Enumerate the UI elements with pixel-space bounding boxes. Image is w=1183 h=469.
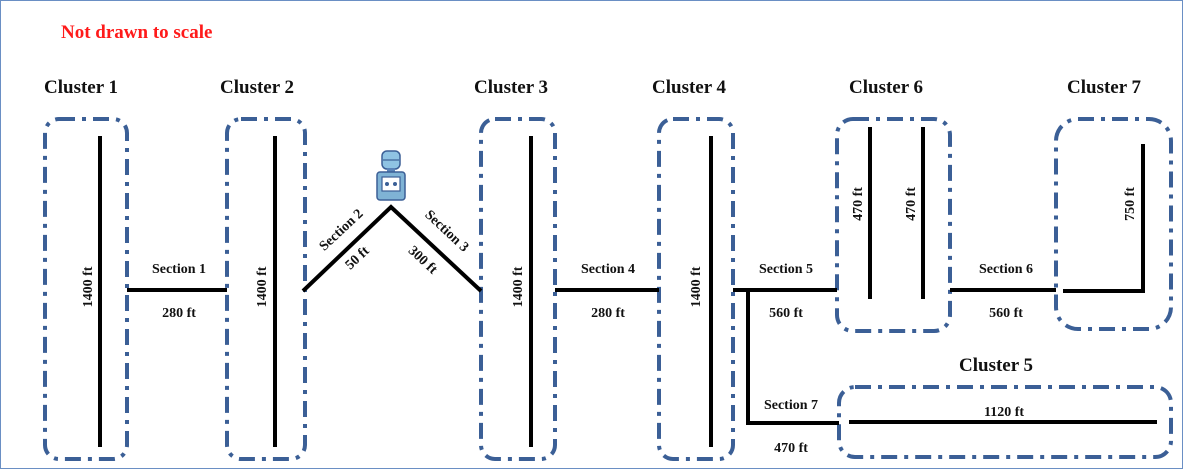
section-4-name: Section 4 xyxy=(581,262,635,277)
section-2-3-pipe xyxy=(301,204,483,293)
cluster-1-length: 1400 ft xyxy=(81,266,96,307)
cluster-3-title: Cluster 3 xyxy=(474,77,548,98)
cluster-6-length-b: 470 ft xyxy=(904,187,919,221)
cluster-6-title: Cluster 6 xyxy=(849,77,923,98)
cluster-6-length-a: 470 ft xyxy=(851,187,866,221)
cluster-4-title: Cluster 4 xyxy=(652,77,727,98)
cluster-4-length: 1400 ft xyxy=(689,266,704,307)
water-dispenser-icon xyxy=(376,150,406,201)
cluster-1-title: Cluster 1 xyxy=(44,77,118,98)
cluster-7-boundary xyxy=(1054,117,1173,331)
cluster-2-title: Cluster 2 xyxy=(220,77,294,98)
cluster-5-length: 1120 ft xyxy=(984,405,1024,420)
section-6-length: 560 ft xyxy=(989,306,1023,321)
section-5-length: 560 ft xyxy=(769,306,803,321)
section-3-name: Section 3 xyxy=(422,208,472,256)
section-7-length: 470 ft xyxy=(774,441,808,456)
cluster-7-pipe xyxy=(1063,144,1145,293)
cluster-3-length: 1400 ft xyxy=(511,266,526,307)
section-5-name: Section 5 xyxy=(759,262,813,277)
cluster-2-length: 1400 ft xyxy=(255,266,270,307)
cluster-6-boundary xyxy=(835,117,952,333)
section-4-length: 280 ft xyxy=(591,306,625,321)
section-1-name: Section 1 xyxy=(152,262,206,277)
section-6-name: Section 6 xyxy=(979,262,1033,277)
scale-note: Not drawn to scale xyxy=(61,22,212,43)
cluster-5-title: Cluster 5 xyxy=(959,355,1033,376)
section-7-pipe xyxy=(746,290,839,425)
cluster-5-boundary xyxy=(837,385,1173,459)
cluster-7-title: Cluster 7 xyxy=(1067,77,1142,98)
cluster-7-length: 750 ft xyxy=(1123,187,1138,221)
section-1-length: 280 ft xyxy=(162,306,196,321)
section-7-name: Section 7 xyxy=(764,398,818,413)
cluster-1-boundary xyxy=(43,117,129,461)
